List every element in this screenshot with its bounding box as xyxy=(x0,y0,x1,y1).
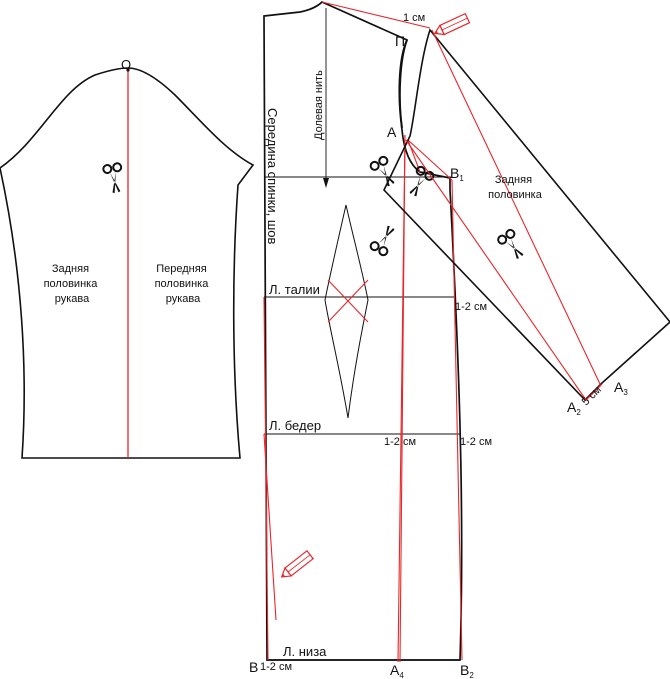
hem-line-label: Л. низа xyxy=(283,644,327,659)
point-b1-label: В1 xyxy=(450,165,464,183)
armhole-curve xyxy=(398,39,408,129)
point-a3-label: А3 xyxy=(614,379,628,397)
dart-cross-mark xyxy=(327,279,369,323)
hem-left-measure: 1-2 см xyxy=(260,661,292,673)
grain-line-label: Долевая нить xyxy=(313,70,325,140)
scissors-icon xyxy=(369,155,395,187)
point-a2-label: А2 xyxy=(567,399,581,417)
sleeve-front-half-label: Передняя половинка рукава xyxy=(155,263,212,305)
sleeve-back-half-label: Задняя половинка рукава xyxy=(44,263,101,305)
sleeve-end-measure: 5 см xyxy=(580,384,604,408)
sleeve-outline xyxy=(0,67,255,459)
sleeve-half-hem xyxy=(585,383,603,401)
waist-line-label: Л. талии xyxy=(269,282,320,297)
scissors-icon xyxy=(102,162,123,194)
hip-line-label: Л. бедер xyxy=(269,418,321,433)
back-pattern: Долевая нить Середина спинки, шов Л. тал… xyxy=(249,0,492,679)
sleeve-top-point xyxy=(126,68,130,72)
waist-side-measure: 1-2 см xyxy=(455,301,487,313)
grain-line-arrow xyxy=(323,8,329,188)
shoulder-offset-label: 1 см xyxy=(403,12,425,24)
point-b2-label: В2 xyxy=(460,662,474,679)
scissors-icon xyxy=(497,228,524,259)
point-p-label: П xyxy=(395,33,405,49)
back-sleeve-half-outline xyxy=(383,28,670,402)
hip-center-measure: 1-2 см xyxy=(384,436,416,448)
point-a4-label: А4 xyxy=(390,662,404,679)
point-a-label: А xyxy=(387,124,397,140)
pencil-icon xyxy=(280,549,314,578)
center-back-seam-label: Середина спинки, шов xyxy=(265,108,280,244)
construction-lines xyxy=(263,1,463,663)
back-sleeve-half-pattern: Задняя половинка А2 5 см А3 xyxy=(383,12,670,417)
sleeve-half-center-line xyxy=(431,29,601,385)
sleeve-half-inner-line xyxy=(405,139,587,401)
waist-dart xyxy=(324,204,369,419)
point-b-label: В xyxy=(249,659,258,675)
back-sleeve-half-label: Задняя половинка xyxy=(488,174,543,201)
scissors-icon xyxy=(369,225,395,257)
hip-side-measure: 1-2 см xyxy=(460,436,492,448)
sleeve-pattern: О Задняя половинка рукава Передняя полов… xyxy=(0,57,255,459)
pencil-icon xyxy=(433,12,471,36)
back-outline xyxy=(263,0,463,661)
point-o-label: О xyxy=(121,57,131,72)
